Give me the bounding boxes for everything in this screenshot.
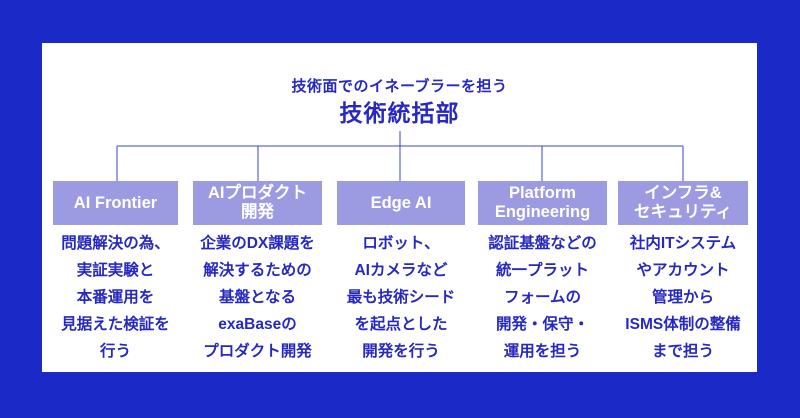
department-description: 問題解決の為、 実証実験と 本番運用を 見据えた検証を 行う [61,235,170,360]
department-column-ai-frontier: AI Frontier 問題解決の為、 実証実験と 本番運用を 見据えた検証を … [53,181,178,365]
department-description: 社内ITシステム やアカウント 管理から ISMS体制の整備 まで担う [625,235,741,360]
department-description: ロボット、 AIカメラなど 最も技術シード を起点とした 開発を行う [346,235,456,360]
department-name-box: Edge AI [337,181,465,225]
department-column-platform-engineering: Platform Engineering 認証基盤などの 統一プラット フォーム… [478,181,607,365]
department-name-box: AI Frontier [53,181,178,225]
chart-title: 技術統括部 [339,100,460,126]
department-column-infra-security: インフラ& セキュリティ 社内ITシステム やアカウント 管理から ISMS体制… [618,181,748,365]
department-name-box: Platform Engineering [478,181,607,225]
chart-subtitle: 技術面でのイネーブラーを担う [291,78,508,95]
chart-header: 技術面でのイネーブラーを担う 技術統括部 [42,77,757,127]
department-description: 企業のDX課題を 解決するための 基盤となる exaBaseの プロダクト開発 [200,235,315,360]
department-column-edge-ai: Edge AI ロボット、 AIカメラなど 最も技術シード を起点とした 開発を… [337,181,465,365]
department-description: 認証基盤などの 統一プラット フォームの 開発・保守・ 運用を担う [488,235,597,360]
department-name-box: インフラ& セキュリティ [618,181,748,225]
department-name-box: AIプロダクト 開発 [193,181,322,225]
department-column-ai-product: AIプロダクト 開発 企業のDX課題を 解決するための 基盤となる exaBas… [193,181,322,365]
connector-lines [116,131,684,181]
chart-panel: 技術面でのイネーブラーを担う 技術統括部 AI Frontier 問題解決の為、… [42,43,757,372]
